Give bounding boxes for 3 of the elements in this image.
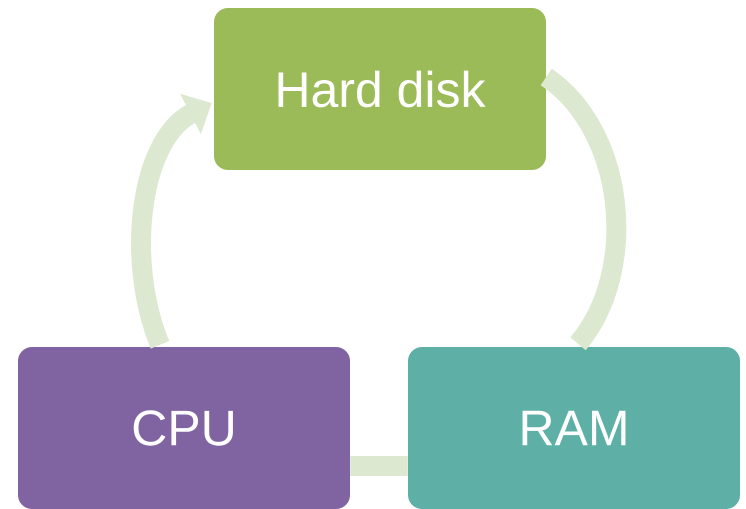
process-box: RAM xyxy=(408,347,740,509)
process-box: Hard disk xyxy=(214,8,546,170)
process-box: CPU xyxy=(18,347,350,509)
